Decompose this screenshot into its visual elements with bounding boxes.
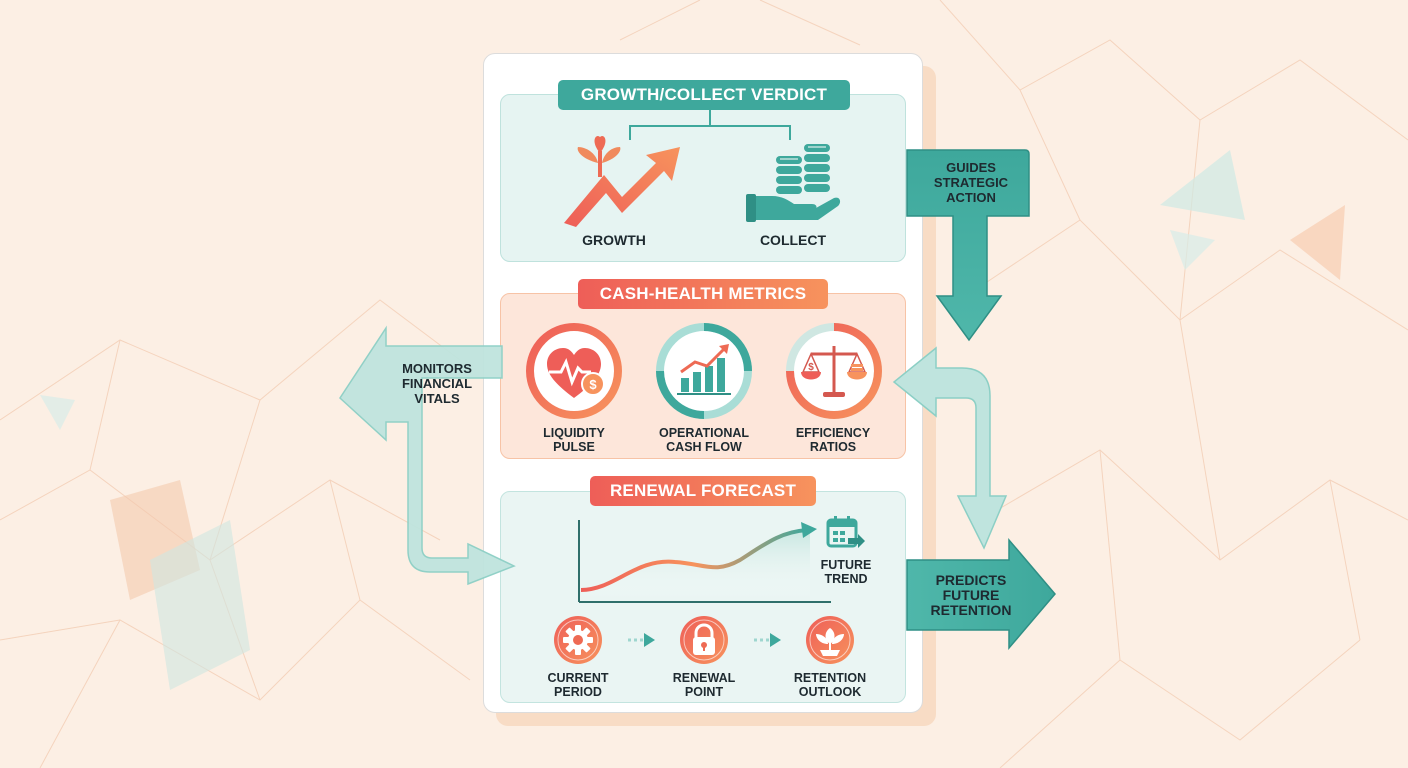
- step-arrow-icon-2: [754, 633, 781, 647]
- renewal-point-line1: RENEWAL: [672, 671, 736, 685]
- guides-line2: STRATEGIC: [933, 175, 1009, 190]
- guides-line3: ACTION: [946, 190, 996, 205]
- current-period-line1: CURRENT: [547, 671, 609, 685]
- renewal-point-line2: POINT: [684, 685, 724, 699]
- retention-outlook-line1: RETENTION: [793, 671, 867, 685]
- retention-outlook-line2: OUTLOOK: [798, 685, 862, 699]
- verdict-bracket: [629, 110, 791, 140]
- growth-label: GROWTH: [582, 232, 646, 248]
- gear-icon: [554, 616, 602, 664]
- efficiency-label-line2: RATIOS: [809, 440, 857, 454]
- svg-text:$: $: [808, 362, 814, 373]
- balance-scale-icon: $: [786, 323, 882, 419]
- bar-chart-trend-icon: [656, 323, 752, 419]
- monitors-line1: MONITORS: [402, 361, 472, 376]
- predicts-arrow: [906, 537, 1056, 651]
- liquidity-label-line2: PULSE: [553, 440, 595, 454]
- cash-flow-label-line1: OPERATIONAL: [658, 426, 750, 440]
- guides-arrow: [906, 149, 1030, 342]
- liquidity-label-line1: LIQUIDITY: [543, 426, 605, 440]
- current-period-line2: PERIOD: [554, 685, 602, 699]
- feedback-loop-arrow: [892, 346, 1008, 550]
- forecast-title: RENEWAL FORECAST: [590, 476, 816, 506]
- collect-label: COLLECT: [759, 232, 827, 248]
- growth-sprout-arrow-icon: [564, 135, 680, 227]
- future-trend-chart: [578, 520, 831, 603]
- heart-pulse-icon: $: [526, 323, 622, 419]
- calendar-arrow-icon: [826, 516, 865, 548]
- monitors-arrow: [339, 325, 516, 586]
- guides-line1: GUIDES: [946, 160, 996, 175]
- monitors-line2: FINANCIAL: [401, 376, 473, 391]
- future-trend-line1: FUTURE: [820, 558, 872, 572]
- predicts-line1: PREDICTS: [935, 572, 1007, 588]
- lock-icon: [680, 616, 728, 664]
- efficiency-label-line1: EFFICIENCY: [795, 426, 871, 440]
- coins-hand-icon: [746, 144, 841, 222]
- monitors-line3: VITALS: [414, 391, 460, 406]
- verdict-panel: [500, 94, 906, 262]
- verdict-title: GROWTH/COLLECT VERDICT: [558, 80, 850, 110]
- svg-text:$: $: [589, 377, 597, 392]
- plant-icon: [806, 616, 854, 664]
- cash-flow-label-line2: CASH FLOW: [666, 440, 742, 454]
- predicts-line2: FUTURE: [942, 587, 1000, 603]
- predicts-line3: RETENTION: [930, 602, 1012, 618]
- future-trend-line2: TREND: [824, 572, 868, 586]
- metrics-title: CASH-HEALTH METRICS: [578, 279, 828, 309]
- step-arrow-icon-1: [628, 633, 655, 647]
